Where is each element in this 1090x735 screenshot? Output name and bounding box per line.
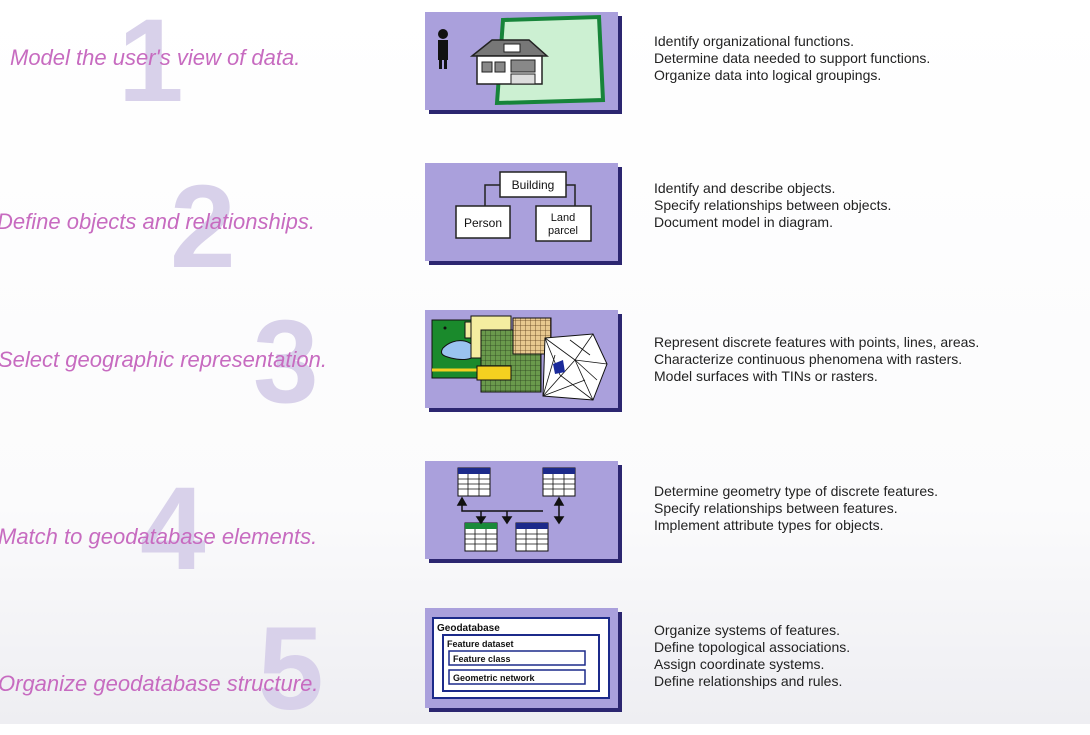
house-icon (469, 39, 549, 85)
land-label: Land (551, 212, 575, 224)
step-illustration (425, 12, 618, 110)
step-4: 4 Match to geodatabase elements. (0, 455, 1090, 588)
description-line: Identify organizational functions. (654, 33, 855, 49)
table-icon (515, 522, 549, 552)
tin-icon (542, 333, 608, 401)
table-icon (457, 467, 491, 497)
table-icon (464, 522, 498, 552)
feature-class-box (448, 650, 586, 666)
raster-grid-icon (470, 315, 552, 393)
description-line: Define topological associations. (654, 639, 851, 655)
description-line: Identify and describe objects. (654, 180, 836, 196)
land-parcel-entity (535, 205, 592, 242)
description-line: Implement attribute types for objects. (654, 517, 884, 533)
step-description: Determine geometry type of discrete feat… (654, 483, 938, 534)
person-icon (438, 29, 448, 69)
description-line: Specify relationships between objects. (654, 197, 892, 213)
person-label: Person (464, 216, 502, 230)
step-number: 2 (170, 161, 236, 293)
step-number: 5 (258, 603, 324, 735)
step-3: 3 Select geographic representation. (0, 300, 1090, 421)
person-entity (455, 205, 511, 239)
step-title: Define objects and relationships. (0, 209, 315, 234)
step-title: Model the user's view of data. (10, 45, 301, 70)
step-illustration (425, 461, 618, 559)
step-illustration (425, 310, 618, 408)
description-line: Represent discrete features with points,… (654, 334, 980, 350)
description-line: Specify relationships between features. (654, 500, 898, 516)
feature-dataset-label: Feature dataset (447, 639, 514, 649)
geometric-network-label: Geometric network (453, 673, 536, 683)
geometric-network-box (448, 669, 586, 685)
step-title: Match to geodatabase elements. (0, 524, 318, 549)
step-illustration: Geodatabase Feature dataset Feature clas… (425, 608, 618, 708)
step-2: 2 Define objects and relationships. Buil… (0, 150, 1090, 286)
step-number: 3 (253, 296, 319, 428)
step-title: Organize geodatabase structure. (0, 671, 319, 696)
table-icon (542, 467, 576, 497)
description-line: Determine geometry type of discrete feat… (654, 483, 939, 499)
description-line: Model surfaces with TINs or rasters. (654, 368, 878, 384)
description-line: Determine data needed to support functio… (654, 50, 931, 66)
step-description: Identify organizational functions. Deter… (654, 33, 930, 84)
step-5: 5 Organize geodatabase structure. Geodat… (0, 602, 1090, 728)
description-line: Define relationships and rules. (654, 673, 843, 689)
building-label: Building (512, 178, 555, 192)
building-entity (499, 171, 567, 198)
parcel-label: parcel (548, 225, 578, 237)
description-line: Organize systems of features. (654, 622, 840, 638)
arrow-icon (456, 496, 565, 525)
step-illustration: Building Person Land parcel (425, 163, 618, 261)
description-line: Assign coordinate systems. (654, 656, 825, 672)
description-line: Characterize continuous phenomena with r… (654, 351, 963, 367)
step-number: 1 (118, 0, 184, 127)
step-description: Organize systems of features. Define top… (654, 622, 850, 690)
geodatabase-label: Geodatabase (437, 623, 500, 634)
step-description: Represent discrete features with points,… (654, 334, 979, 385)
description-line: Document model in diagram. (654, 214, 833, 230)
step-description: Identify and describe objects. Specify r… (654, 180, 891, 231)
step-title: Select geographic representation. (0, 347, 327, 372)
feature-class-label: Feature class (453, 654, 511, 664)
step-1: 1 Model the user's view of data. (0, 0, 1090, 120)
step-number: 4 (140, 463, 206, 595)
relationship-lines (484, 184, 576, 206)
description-line: Organize data into logical groupings. (654, 67, 882, 83)
